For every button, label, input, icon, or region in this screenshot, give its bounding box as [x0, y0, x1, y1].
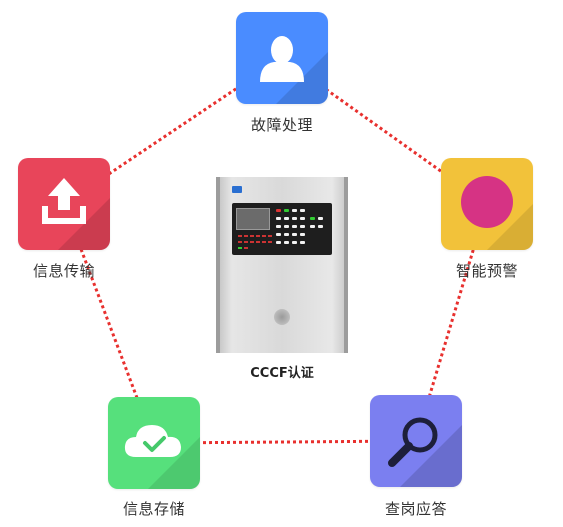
- brand-logo-icon: [232, 186, 242, 193]
- label-smart-warning: 智能预警: [455, 262, 518, 280]
- node-info-transfer: [18, 158, 110, 250]
- label-fault-handling: 故障处理: [250, 116, 313, 134]
- node-post-check: [370, 395, 462, 487]
- person-icon: [260, 36, 328, 104]
- circle-icon: [461, 176, 533, 250]
- node-info-storage: [108, 397, 200, 489]
- cloud-check-icon: [124, 425, 200, 489]
- node-fault-handling: [236, 12, 328, 104]
- speaker-grille: [274, 309, 290, 325]
- magnifier-icon: [388, 417, 462, 487]
- fire-alarm-controller: [216, 177, 348, 353]
- lcd-screen: [236, 208, 270, 230]
- label-info-storage: 信息存储: [122, 500, 185, 518]
- label-post-check: 查岗应答: [384, 500, 447, 518]
- upload-icon: [42, 178, 110, 250]
- device-caption: CCCF认证: [250, 366, 314, 381]
- label-info-transfer: 信息传输: [32, 262, 95, 280]
- node-smart-warning: [441, 158, 533, 250]
